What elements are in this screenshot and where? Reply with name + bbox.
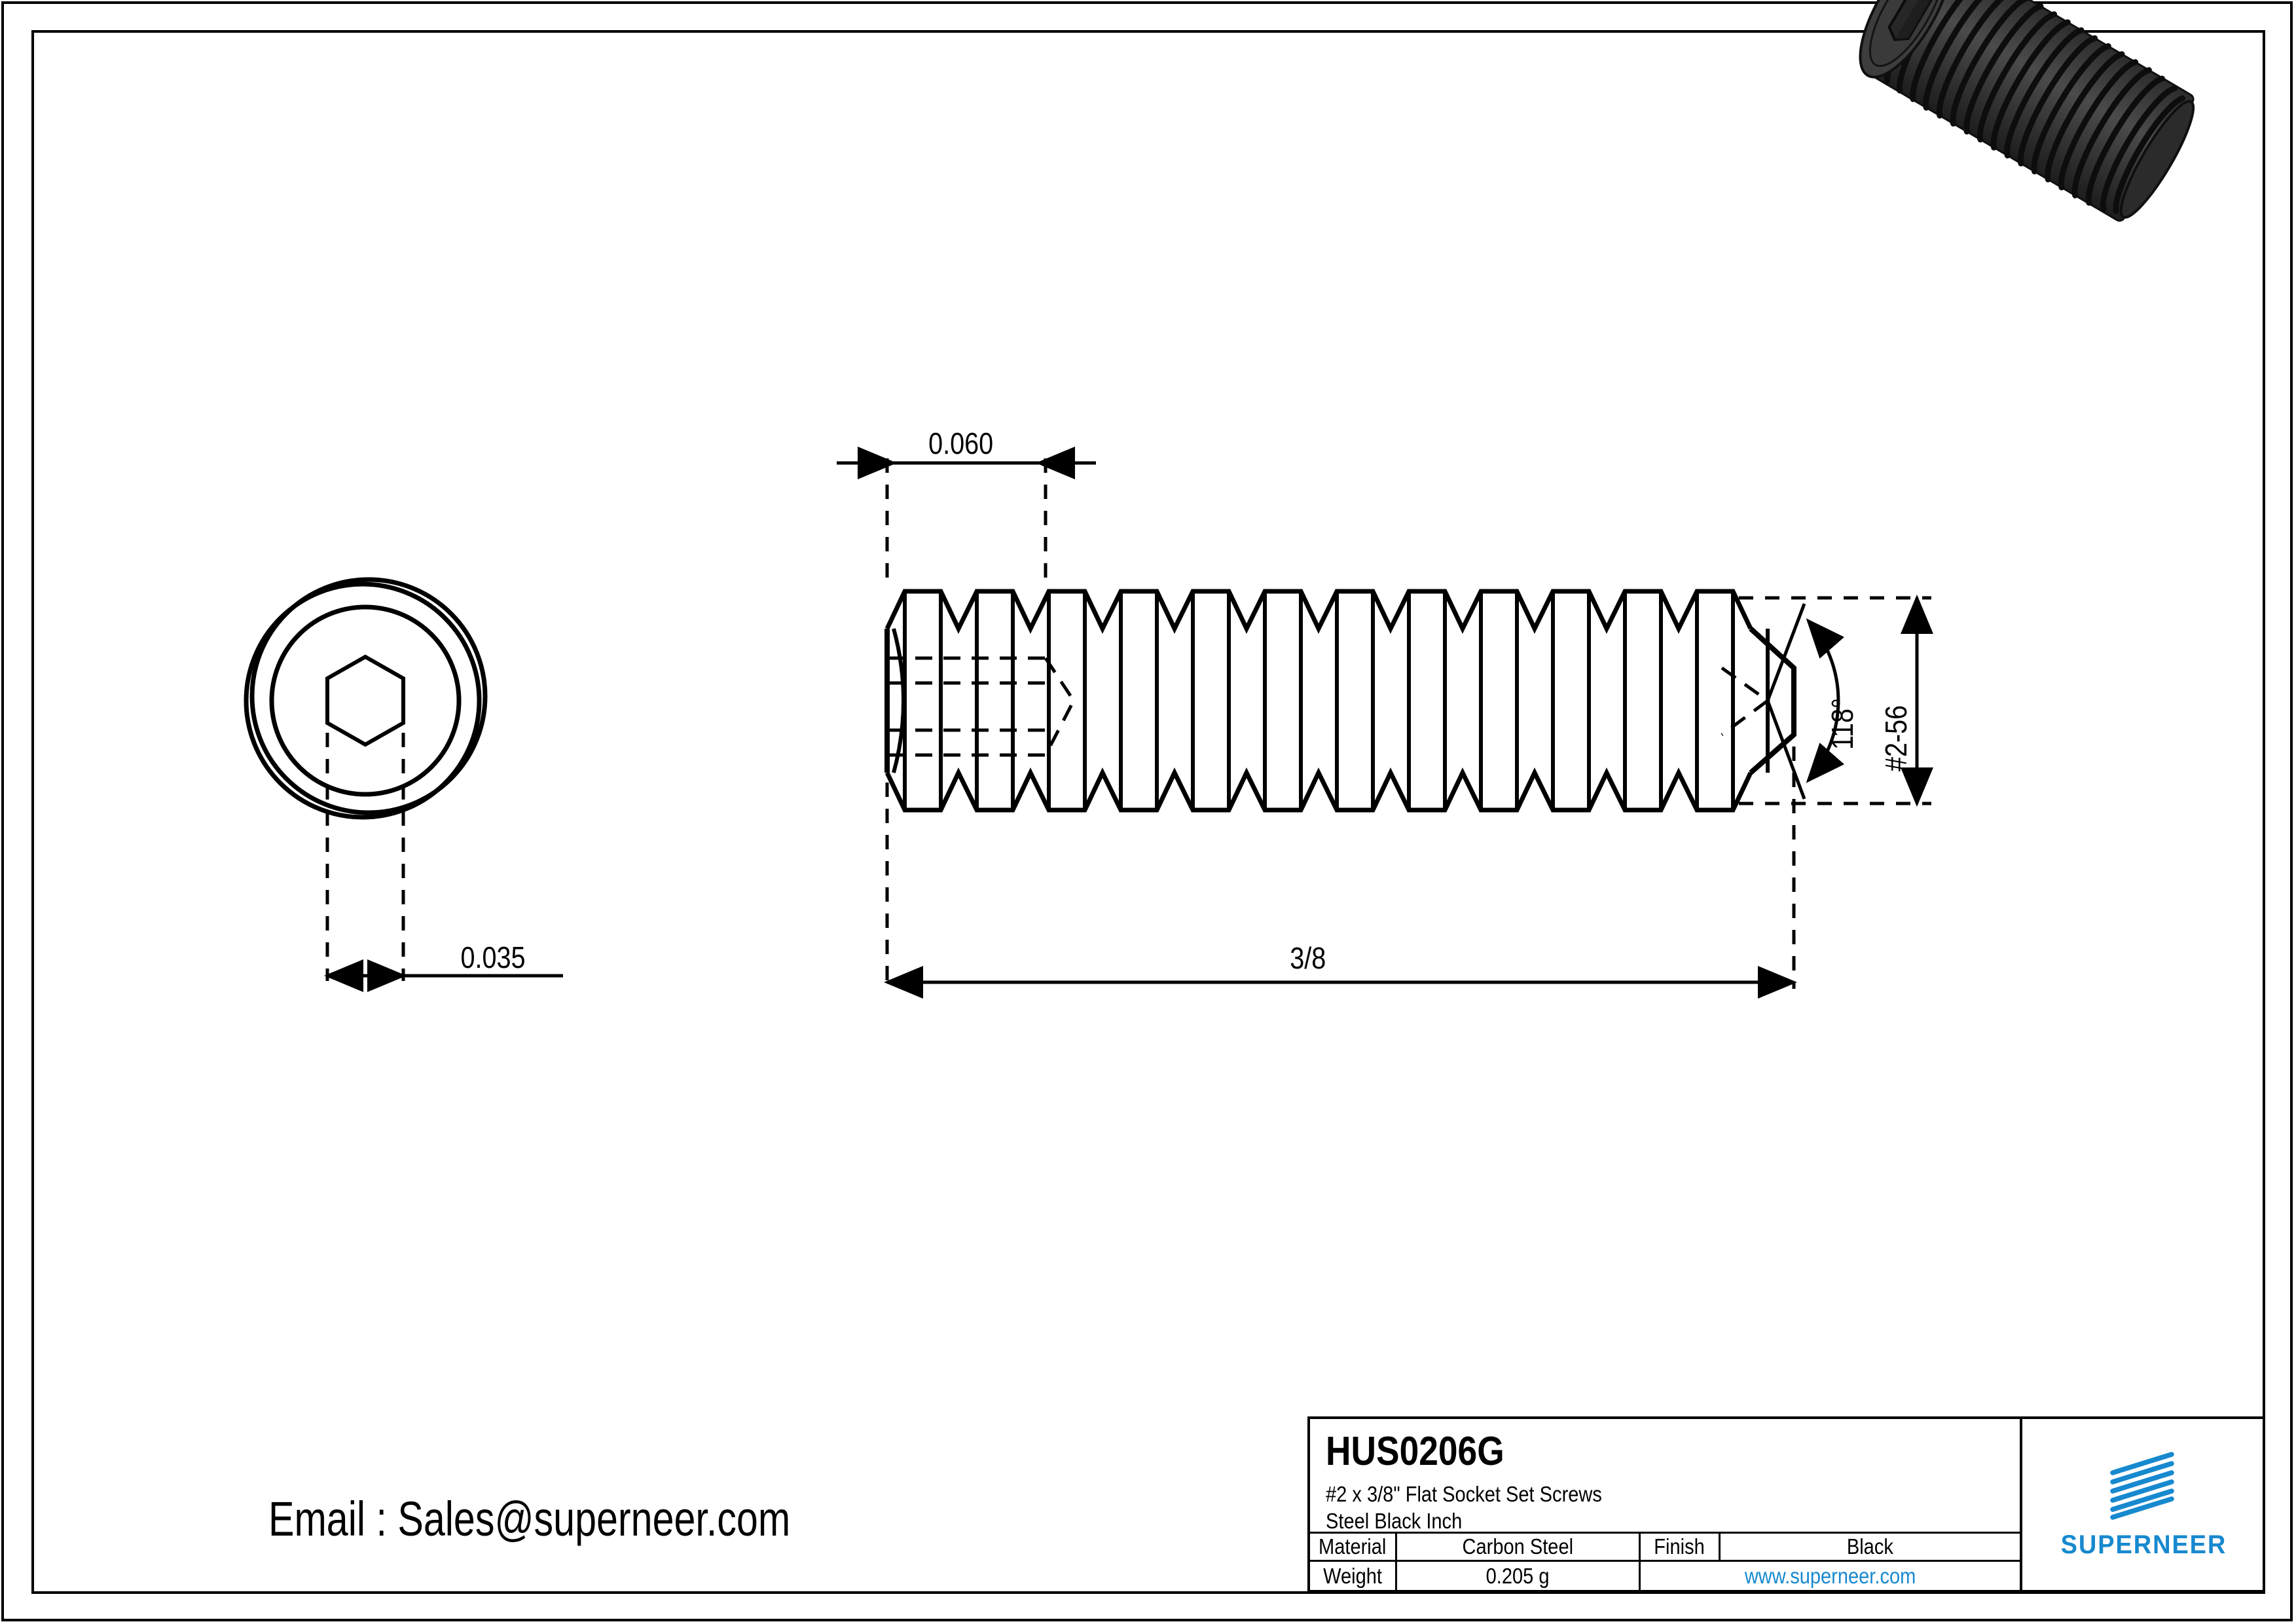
- dimension-value-0035: 0.035: [460, 941, 525, 974]
- front-end-view: [244, 577, 488, 981]
- superneer-logo-icon: [2109, 1452, 2174, 1520]
- part-description-line1: #2 x 3/8" Flat Socket Set Screws: [1326, 1482, 1602, 1506]
- material-value-text: Carbon Steel: [1462, 1534, 1574, 1559]
- dimension-value-thread: #2-56: [1880, 705, 1913, 771]
- title-block-info: HUS0206G #2 x 3/8" Flat Socket Set Screw…: [1310, 1419, 2020, 1590]
- material-label-text: Material: [1319, 1534, 1387, 1559]
- dimension-overall-length: 3/8: [884, 747, 1797, 999]
- material-value: Carbon Steel: [1397, 1534, 1641, 1560]
- brand-wordmark: SUPERNEER: [2060, 1530, 2227, 1559]
- dimension-cone-point-angle: 118°: [1766, 603, 1860, 800]
- finish-value-text: Black: [1846, 1534, 1894, 1559]
- table-row: Material Carbon Steel Finish Black: [1310, 1534, 2020, 1562]
- contact-email-text: Email : Sales@superneer.com: [268, 1492, 791, 1546]
- isometric-3d-view: [1859, 0, 2195, 222]
- title-block-spec-table: Material Carbon Steel Finish Black Weigh…: [1310, 1534, 2020, 1590]
- extension-lines-socket-depth: [885, 458, 1048, 589]
- sheet-inner-border: [31, 30, 2265, 1594]
- weight-value: 0.205 g: [1397, 1562, 1641, 1590]
- dimension-hex-socket-width: 0.035: [324, 941, 563, 992]
- weight-label-text: Weight: [1323, 1563, 1382, 1588]
- table-row: Weight 0.205 g www.superneer.com: [1310, 1562, 2020, 1590]
- dimension-socket-depth: 0.060: [837, 427, 1096, 479]
- brand-logo-cell: SUPERNEER: [2020, 1419, 2265, 1590]
- finish-label: Finish: [1641, 1534, 1721, 1560]
- finish-value: Black: [1721, 1534, 2020, 1560]
- threaded-side-view: [884, 589, 1796, 813]
- dimension-thread-size: #2-56: [1739, 595, 1933, 807]
- part-number: HUS0206G: [1326, 1429, 1504, 1474]
- title-block-header: HUS0206G #2 x 3/8" Flat Socket Set Screw…: [1310, 1419, 2020, 1534]
- weight-label: Weight: [1310, 1562, 1397, 1590]
- website-link-text: www.superneer.com: [1744, 1563, 1916, 1588]
- material-label: Material: [1310, 1534, 1397, 1560]
- dimension-value-length: 3/8: [1290, 942, 1326, 975]
- finish-label-text: Finish: [1654, 1534, 1705, 1559]
- dimension-value-118deg: 118°: [1826, 698, 1859, 750]
- weight-value-text: 0.205 g: [1486, 1563, 1550, 1588]
- part-description-line2: Steel Black Inch: [1326, 1509, 1463, 1533]
- website-link[interactable]: www.superneer.com: [1641, 1562, 2020, 1590]
- title-block: HUS0206G #2 x 3/8" Flat Socket Set Screw…: [1307, 1416, 2265, 1593]
- dimension-value-0060: 0.060: [928, 427, 993, 460]
